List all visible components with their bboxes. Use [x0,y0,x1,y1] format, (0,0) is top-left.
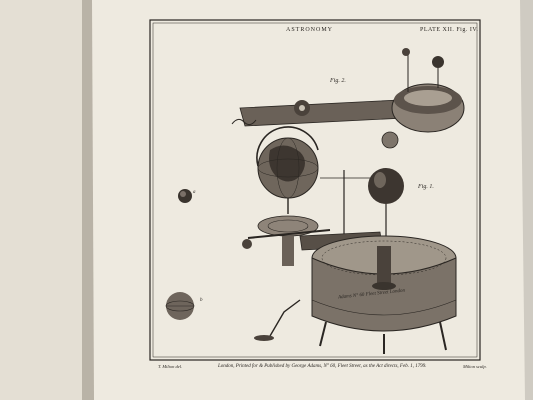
book-gutter [82,0,94,400]
large-ball-label: b [200,298,203,303]
plate-number: PLATE XII. Fig. IV. [420,27,479,33]
sun-ball [368,168,404,204]
orrery-arm-figure [231,48,465,149]
publisher-imprint: London, Printed for & Published by Georg… [218,364,427,369]
orrery-base-figure [254,168,457,354]
engraver-credit-right: Milton sculp. [463,364,487,369]
terrestrial-globe-figure [242,126,331,266]
crank-handle [254,335,274,341]
figure-label-2: Fig. 2. [330,78,346,84]
figure-label-1: Fig. 1. [418,184,434,190]
plate-border [149,19,481,361]
plate-title: ASTRONOMY [286,27,334,33]
right-page [92,0,525,400]
small-ball-label: a [193,190,196,195]
engraver-credit-left: T. Milton del. [158,364,183,369]
